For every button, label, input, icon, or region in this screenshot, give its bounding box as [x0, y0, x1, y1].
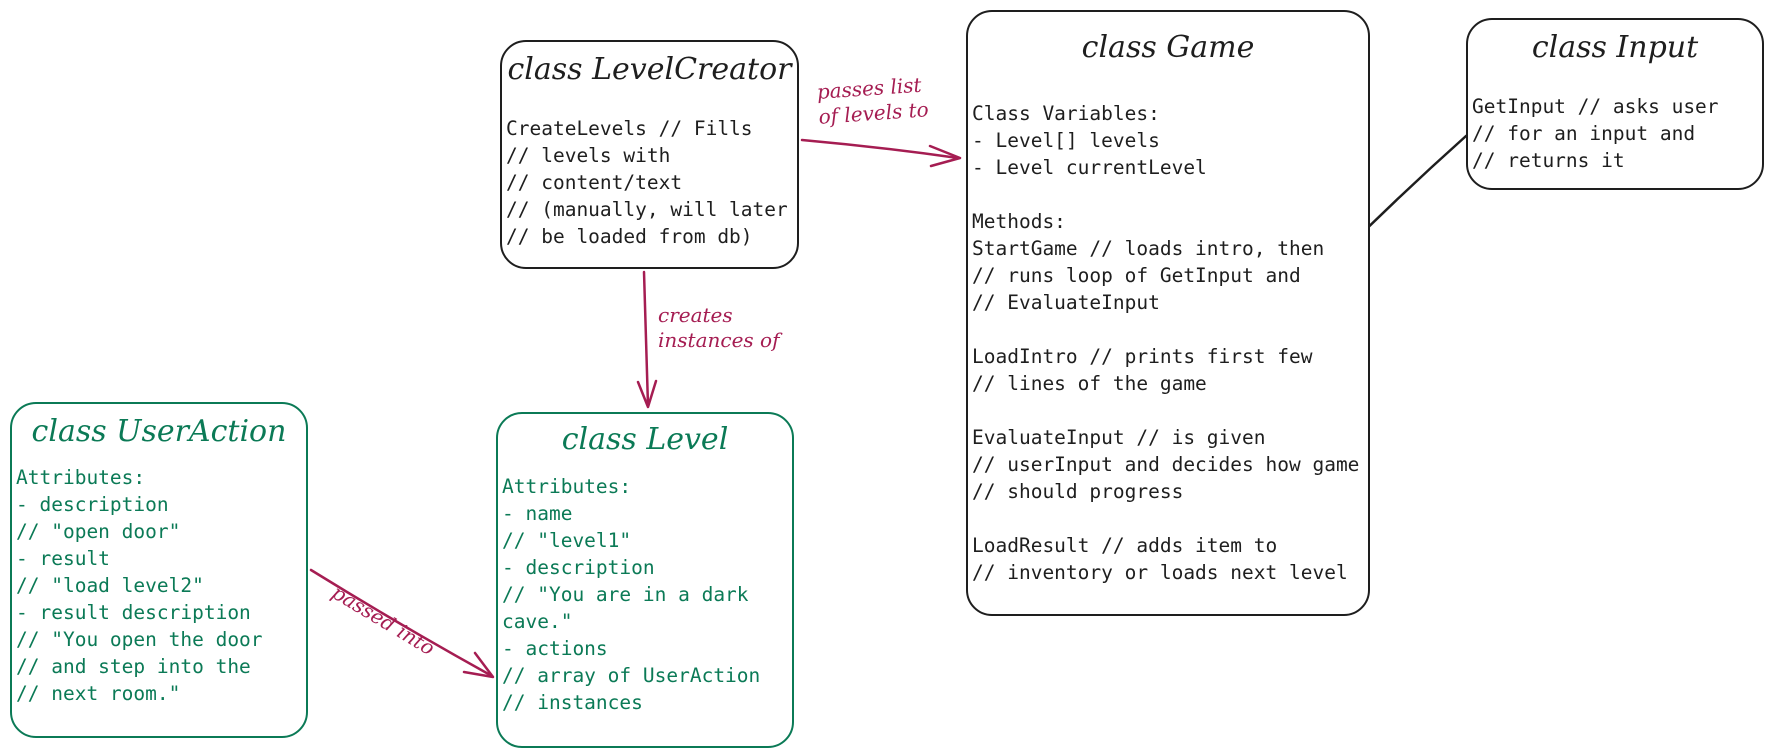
class-box-input[interactable]: class Input GetInput // asks user // for… — [1466, 18, 1764, 190]
arrow-creator-to-level — [636, 270, 658, 409]
class-box-levelcreator[interactable]: class LevelCreator CreateLevels // Fills… — [500, 40, 799, 269]
class-body: CreateLevels // Fills // levels with // … — [506, 117, 788, 248]
class-box-game[interactable]: class Game Class Variables: - Level[] le… — [966, 10, 1370, 616]
arrow-action-to-level — [309, 568, 495, 679]
class-title: class UserAction — [31, 414, 287, 449]
class-body: Class Variables: - Level[] levels - Leve… — [972, 102, 1360, 584]
class-body: Attributes: - name // "level1" - descrip… — [502, 475, 761, 714]
edge-label-creator-to-level: creates instances of — [658, 303, 780, 352]
arrow-creator-to-game — [800, 138, 962, 168]
class-title: class Input — [1531, 30, 1699, 65]
class-title: class LevelCreator — [507, 52, 792, 87]
class-box-level[interactable]: class Level Attributes: - name // "level… — [496, 412, 794, 748]
class-body: Attributes: - description // "open door"… — [16, 466, 263, 705]
class-title: class Game — [1081, 30, 1255, 65]
edge-label-creator-to-game: passes list of levels to — [816, 72, 930, 129]
class-box-useraction[interactable]: class UserAction Attributes: - descripti… — [10, 402, 308, 738]
class-body: GetInput // asks user // for an input an… — [1472, 95, 1719, 172]
class-title: class Level — [561, 422, 729, 457]
